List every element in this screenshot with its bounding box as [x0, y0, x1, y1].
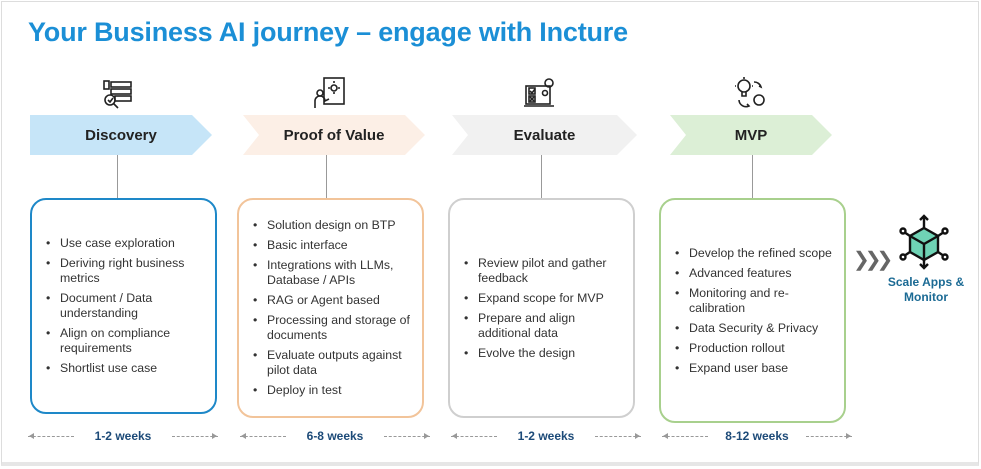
list-item: Solution design on BTP	[253, 218, 412, 233]
arrow-right-icon	[172, 432, 218, 439]
list-item: Use case exploration	[46, 236, 205, 251]
duration-label: 1-2 weeks	[94, 429, 152, 443]
duration-label: 6-8 weeks	[306, 429, 364, 443]
connector-line	[326, 155, 327, 198]
list-item: Evaluate outputs against pilot data	[253, 348, 412, 378]
idea-gear-cycle-icon	[735, 77, 765, 108]
stage-label: Proof of Value	[283, 126, 385, 144]
list-item: Monitoring and re-calibration	[675, 286, 834, 316]
duration-discovery: 1-2 weeks	[28, 429, 218, 443]
stage-label: Evaluate	[513, 126, 576, 144]
stage-label: MVP	[734, 126, 768, 144]
list-item: Review pilot and gather feedback	[464, 256, 623, 286]
stage-proof-of-value: Proof of Value	[243, 115, 425, 155]
proof-of-value-box: Solution design on BTP Basic interface I…	[237, 198, 424, 418]
discovery-box: Use case exploration Deriving right busi…	[30, 198, 217, 414]
stage-evaluate: Evaluate	[452, 115, 637, 155]
list-item: Evolve the design	[464, 346, 623, 361]
list-item: Advanced features	[675, 266, 834, 281]
scale-apps-label: Scale Apps & Monitor	[887, 275, 965, 304]
stage-label: Discovery	[85, 126, 157, 144]
list-item: RAG or Agent based	[253, 293, 412, 308]
stage-mvp: MVP	[670, 115, 832, 155]
presenter-idea-icon	[314, 77, 345, 108]
duration-mvp: 8-12 weeks	[662, 429, 852, 443]
arrow-right-icon	[595, 432, 641, 439]
analysis-list-icon	[103, 80, 132, 109]
list-item: Develop the refined scope	[675, 246, 834, 261]
evaluate-box: Review pilot and gather feedback Expand …	[448, 198, 635, 418]
mvp-box: Develop the refined scope Advanced featu…	[659, 198, 846, 423]
scale-cube-icon	[899, 214, 949, 270]
list-item: Integrations with LLMs, Database / APIs	[253, 258, 412, 288]
connector-line	[752, 155, 753, 198]
duration-label: 1-2 weeks	[517, 429, 575, 443]
list-item: Production rollout	[675, 341, 834, 356]
connector-line	[117, 155, 118, 198]
arrow-right-icon	[384, 432, 430, 439]
list-item: Expand scope for MVP	[464, 291, 623, 306]
arrow-left-icon	[662, 432, 708, 439]
arrow-left-icon	[451, 432, 497, 439]
connector-line	[541, 155, 542, 198]
list-item: Processing and storage of documents	[253, 313, 412, 343]
duration-proof-of-value: 6-8 weeks	[240, 429, 430, 443]
list-item: Deriving right business metrics	[46, 256, 205, 286]
page-title: Your Business AI journey – engage with I…	[28, 17, 628, 47]
chevrons-right-icon: ❯❯❯	[853, 249, 893, 271]
list-item: Document / Data understanding	[46, 291, 205, 321]
list-item: Expand user base	[675, 361, 834, 376]
list-item: Align on compliance requirements	[46, 326, 205, 356]
duration-label: 8-12 weeks	[725, 429, 789, 443]
list-item: Data Security & Privacy	[675, 321, 834, 336]
list-item: Basic interface	[253, 238, 412, 253]
arrow-right-icon	[805, 432, 852, 439]
list-item: Deploy in test	[253, 383, 412, 398]
arrow-left-icon	[28, 432, 74, 439]
duration-evaluate: 1-2 weeks	[451, 429, 641, 443]
list-item: Shortlist use case	[46, 361, 205, 376]
list-item: Prepare and align additional data	[464, 311, 623, 341]
stage-discovery: Discovery	[30, 115, 212, 155]
arrow-left-icon	[240, 432, 286, 439]
laptop-checklist-icon	[524, 78, 554, 107]
